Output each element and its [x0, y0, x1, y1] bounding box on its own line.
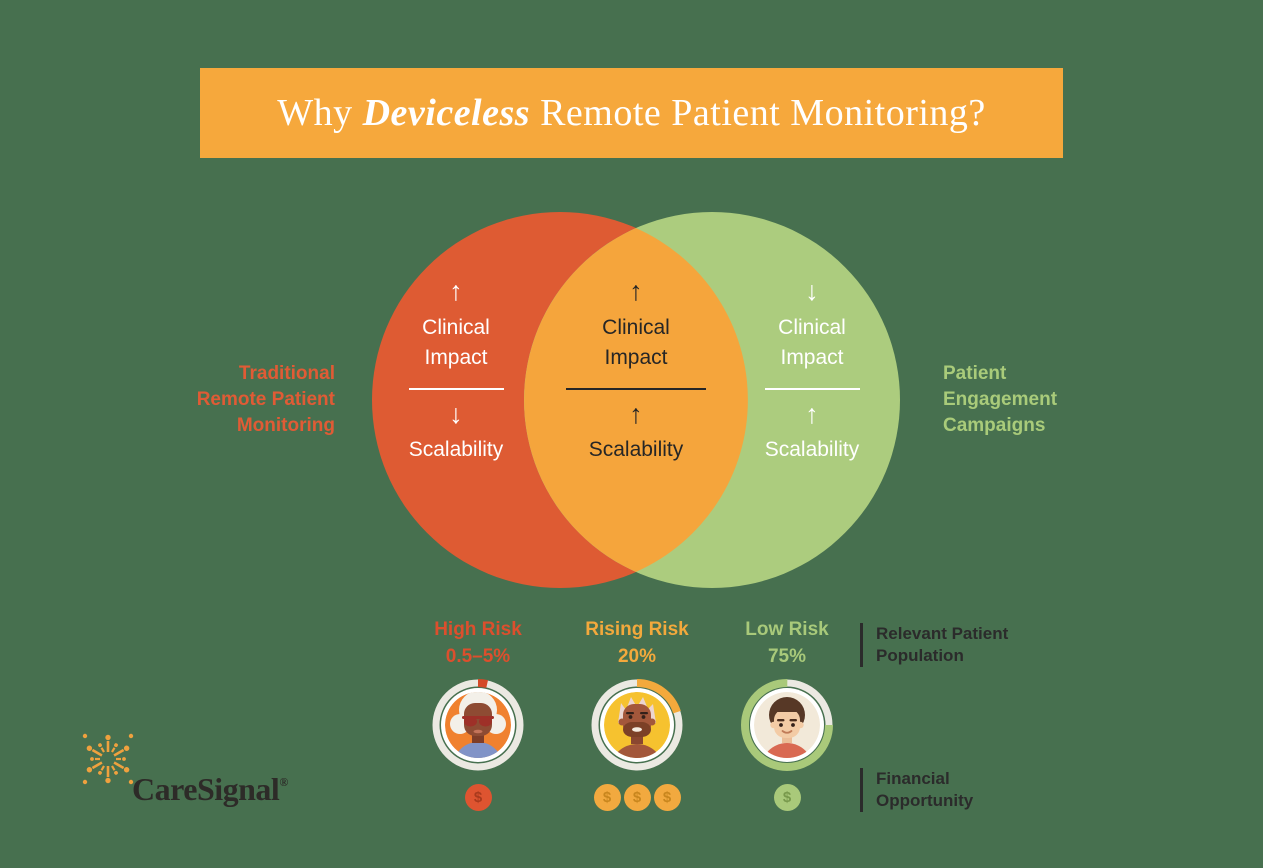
venn-region-overlap: ↑ Clinical Impact ↑ Scalability [551, 278, 721, 463]
venn-overlap-lens [524, 228, 748, 572]
label-line: Remote Patient [196, 389, 335, 410]
scalability-trend-arrow: ↓ [449, 399, 463, 429]
risk-group-high: High Risk 0.5–5% $ [393, 618, 563, 811]
region-divider [408, 388, 504, 390]
caresignal-wordmark: CareSignal® [132, 771, 288, 808]
banner: Why Deviceless Remote Patient Monitoring… [200, 68, 1063, 158]
label-line: Patient [943, 363, 1007, 384]
dollar-coin-icon: $ [593, 784, 621, 811]
scalability-trend-arrow: ↑ [629, 399, 643, 429]
risk-percent: 20% [617, 646, 657, 667]
title-prefix: Why [277, 92, 363, 134]
scalability-label: Scalability [408, 438, 504, 461]
label-line: Traditional [238, 363, 335, 384]
wordmark-text: CareSignal [132, 771, 280, 807]
region-divider [566, 388, 706, 390]
note-line: Relevant Patient [876, 624, 1009, 643]
financial-coins: $$$ [593, 784, 681, 811]
risk-group-low: Low Risk 75% $ [702, 618, 872, 811]
venn-region-engagement: ↓ Clinical Impact ↑ Scalability [727, 278, 897, 463]
scalability-label: Scalability [588, 438, 684, 461]
venn-region-traditional: ↑ Clinical Impact ↓ Scalability [371, 278, 541, 463]
registered-trademark-symbol: ® [279, 775, 288, 789]
clinical-trend-arrow: ↓ [805, 276, 819, 306]
clinical-trend-arrow: ↑ [629, 276, 643, 306]
label-line: Monitoring [236, 415, 335, 436]
risk-label: Low Risk [745, 619, 829, 640]
clinical-impact-label: Clinical Impact [778, 316, 846, 369]
clinical-impact-label: Clinical Impact [422, 316, 490, 369]
clinical-trend-arrow: ↑ [449, 276, 463, 306]
financial-coins: $ [464, 784, 492, 811]
dollar-coin-icon: $ [653, 784, 681, 811]
scalability-trend-arrow: ↑ [805, 399, 819, 429]
dollar-coin-icon: $ [464, 784, 492, 811]
patient-engagement-label: Patient Engagement Campaigns [943, 361, 1153, 439]
young-patient-avatar [741, 679, 833, 771]
clinical-impact-label: Clinical Impact [602, 316, 670, 369]
elderly-patient-avatar [432, 679, 524, 771]
financial-coins: $ [773, 784, 801, 811]
title-emphasis: Deviceless [362, 92, 531, 134]
risk-label: High Risk [434, 619, 522, 640]
note-line: Opportunity [876, 791, 974, 810]
risk-group-rising: Rising Risk 20% [552, 618, 722, 811]
title-suffix: Remote Patient Monitoring? [530, 92, 986, 134]
label-line: Engagement [943, 389, 1058, 410]
label-line: Campaigns [943, 415, 1046, 436]
traditional-rpm-label: Traditional Remote Patient Monitoring [150, 361, 335, 439]
note-line: Population [876, 646, 964, 665]
middle-aged-patient-avatar [591, 679, 683, 771]
risk-percent: 75% [767, 646, 807, 667]
dollar-coin-icon: $ [623, 784, 651, 811]
relevant-patient-population-note: Relevant Patient Population [860, 623, 1008, 667]
scalability-label: Scalability [764, 438, 860, 461]
note-line: Financial [876, 769, 950, 788]
risk-label: Rising Risk [585, 619, 689, 640]
starburst-logo-icon [82, 733, 134, 785]
dollar-coin-icon: $ [773, 784, 801, 811]
financial-opportunity-note: Financial Opportunity [860, 768, 973, 812]
caresignal-logo: CareSignal® [76, 727, 336, 817]
elderly-patient-illustration [445, 692, 511, 758]
risk-percent: 0.5–5% [445, 646, 511, 667]
region-divider [764, 388, 860, 390]
page-title: Why Deviceless Remote Patient Monitoring… [277, 91, 986, 135]
